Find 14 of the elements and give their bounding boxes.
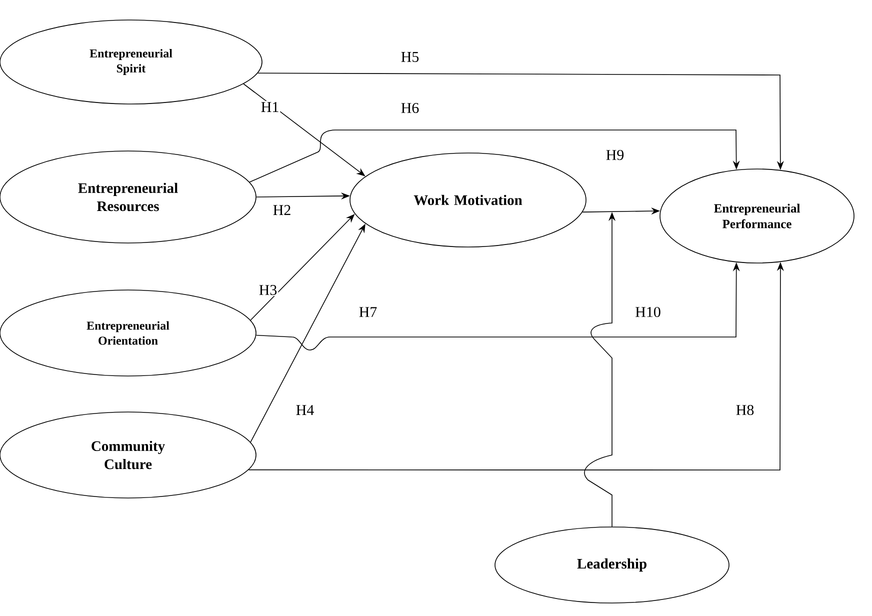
ellipse-node: Entrepreneurial Performance — [660, 168, 854, 264]
ellipse-node: Leadership — [494, 526, 730, 604]
edge-label: H3 — [258, 284, 278, 296]
edge-label: H9 — [604, 148, 626, 162]
edge-label: H2 — [272, 204, 292, 216]
edge-label: H10 — [634, 306, 662, 318]
edge-label: H8 — [734, 404, 756, 416]
ellipse-node: Work Motivation — [350, 152, 586, 248]
arrow — [249, 130, 740, 182]
edge-label: H4 — [294, 404, 316, 416]
edge-label: H1 — [260, 101, 280, 113]
edge-label: H5 — [400, 51, 420, 63]
edge-label: H7 — [358, 306, 378, 318]
edge-label: H6 — [400, 102, 420, 114]
